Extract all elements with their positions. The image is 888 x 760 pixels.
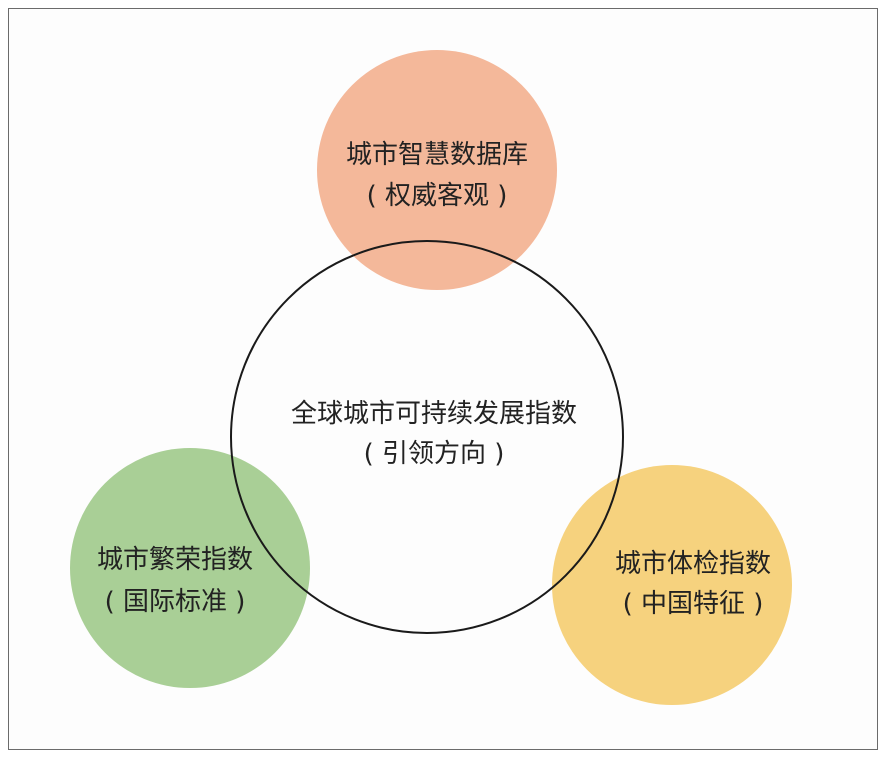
center-circle	[230, 240, 624, 634]
center-subtitle: ( 引领方向 )	[364, 439, 505, 469]
right-title: 城市体检指数	[615, 549, 771, 579]
center-title: 全球城市可持续发展指数	[291, 399, 577, 429]
left-circle	[70, 448, 310, 688]
right-circle	[552, 465, 792, 705]
top-title: 城市智慧数据库	[346, 140, 528, 170]
top-circle	[317, 50, 557, 290]
top-subtitle: ( 权威客观 )	[367, 181, 508, 211]
left-subtitle: ( 国际标准 )	[105, 587, 246, 617]
left-title: 城市繁荣指数	[97, 545, 253, 575]
right-subtitle: ( 中国特征 )	[623, 589, 764, 619]
